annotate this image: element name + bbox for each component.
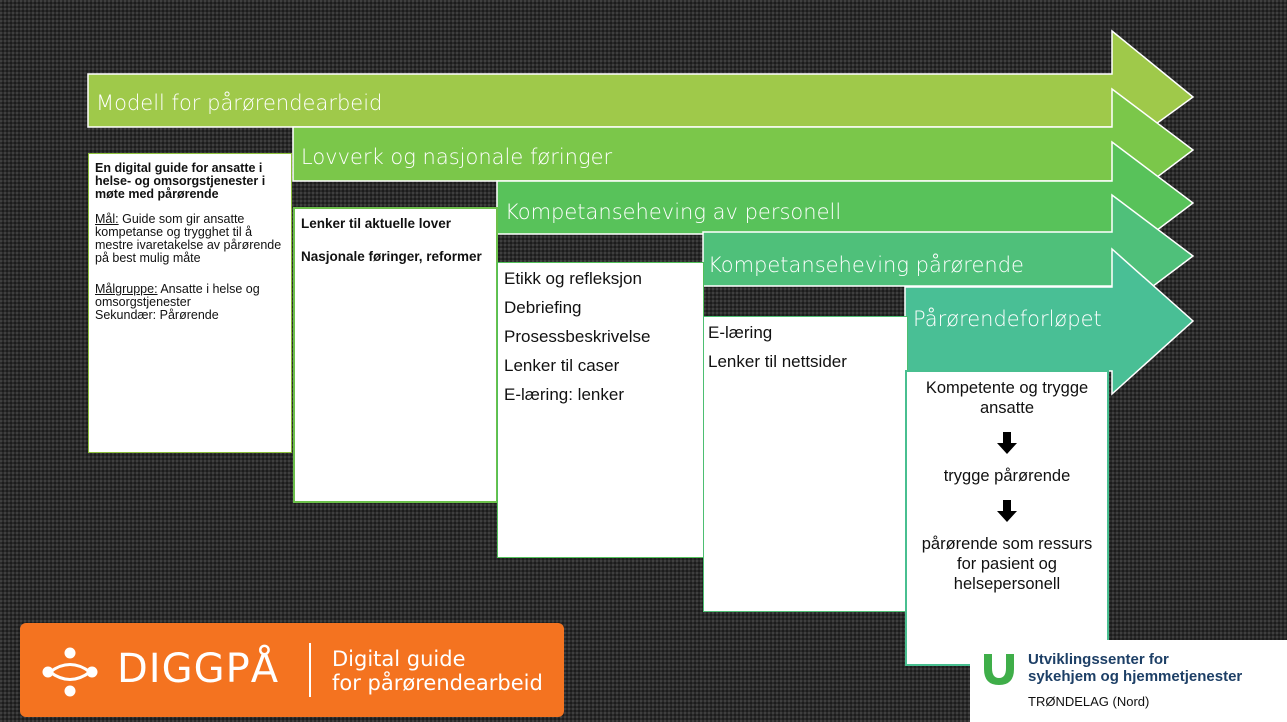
step-parorende-ressurs: pårørende som ressurs for pasient og hel… xyxy=(921,535,1093,593)
list-item[interactable]: Prosessbeskrivelse xyxy=(504,327,651,346)
diggpa-tagline: Digital guide for pårørendearbeid xyxy=(332,647,543,695)
tagline-line1: Digital guide xyxy=(332,647,466,671)
box-kompetanse-personell: Etikk og refleksjon Debriefing Prosessbe… xyxy=(497,262,704,558)
box1-secondary: Sekundær: Pårørende xyxy=(95,308,219,322)
arrow-title: Kompetanseheving pårørende xyxy=(708,253,1024,277)
diggpa-mark-icon xyxy=(42,647,98,697)
box-parorendeforlopet: Kompetente og trygge ansatte trygge pårø… xyxy=(905,370,1109,666)
arrow-down-icon xyxy=(997,432,1017,454)
arrow-down-icon xyxy=(997,500,1017,522)
arrow-parorendeforlopet: Pårørendeforløpet xyxy=(904,247,1195,396)
list-item[interactable]: Lenker til caser xyxy=(504,356,620,375)
box1-malgruppe: Målgruppe: Ansatte i helse og omsorgstje… xyxy=(95,283,285,309)
box1-mal-text: Guide som gir ansatte kompetanse og tryg… xyxy=(95,212,282,265)
diggpa-logo: DIGGPÅ Digital guide for pårørendearbeid xyxy=(20,623,564,717)
arrow-modell: Modell for pårørendearbeid xyxy=(87,29,1195,158)
box1-mal: Mål: Guide som gir ansatte kompetanse og… xyxy=(95,213,285,265)
box1-heading: En digital guide for ansatte i helse- og… xyxy=(95,161,266,201)
arrow-title: Modell for pårørendearbeid xyxy=(96,91,383,115)
box-modell: En digital guide for ansatte i helse- og… xyxy=(88,153,292,453)
box-kompetanse-parorende: E-læring Lenker til nettsider xyxy=(703,316,908,612)
diggpa-brand: DIGGPÅ xyxy=(117,646,280,692)
logo-divider xyxy=(309,643,311,697)
box1-mal-label: Mål: xyxy=(95,212,119,226)
list-item[interactable]: E-læring xyxy=(708,323,773,342)
step-trygge-parorende: trygge pårørende xyxy=(943,467,1071,485)
arrow-title: Pårørendeforløpet xyxy=(913,307,1102,331)
partner-line1: Utviklingssenter for xyxy=(1028,651,1169,668)
list-item[interactable]: Etikk og refleksjon xyxy=(504,269,642,288)
partner-region: TRØNDELAG (Nord) xyxy=(1028,694,1150,709)
list-item[interactable]: E-læring: lenker xyxy=(504,385,624,404)
link-aktuelle-lover[interactable]: Lenker til aktuelle lover xyxy=(301,216,452,231)
nasjonale-foringer[interactable]: Nasjonale føringer, reformer xyxy=(301,249,482,264)
step-kompetente-ansatte: Kompetente og trygge ansatte xyxy=(925,379,1089,417)
arrow-title: Kompetanseheving av personell xyxy=(505,200,842,224)
utviklingssenter-logo: Utviklingssenter for sykehjem og hjemmet… xyxy=(970,640,1287,722)
tagline-line2: for pårørendearbeid xyxy=(332,671,543,695)
list-item[interactable]: Debriefing xyxy=(504,298,582,317)
box1-malgruppe-label: Målgruppe: xyxy=(95,282,158,296)
utviklingssenter-icon xyxy=(984,654,1014,685)
box-lovverk: Lenker til aktuelle lover Nasjonale føri… xyxy=(293,207,498,503)
box1-malgruppe-text: Ansatte i helse og omsorgstjenester xyxy=(95,282,260,309)
partner-line2: sykehjem og hjemmetjenester xyxy=(1028,668,1243,685)
arrow-title: Lovverk og nasjonale føringer xyxy=(301,145,613,169)
list-item[interactable]: Lenker til nettsider xyxy=(708,352,847,371)
arrow-kompetanse-parorende: Kompetanseheving pårørende xyxy=(702,193,1195,319)
partner-name: Utviklingssenter for sykehjem og hjemmet… xyxy=(1028,651,1242,685)
